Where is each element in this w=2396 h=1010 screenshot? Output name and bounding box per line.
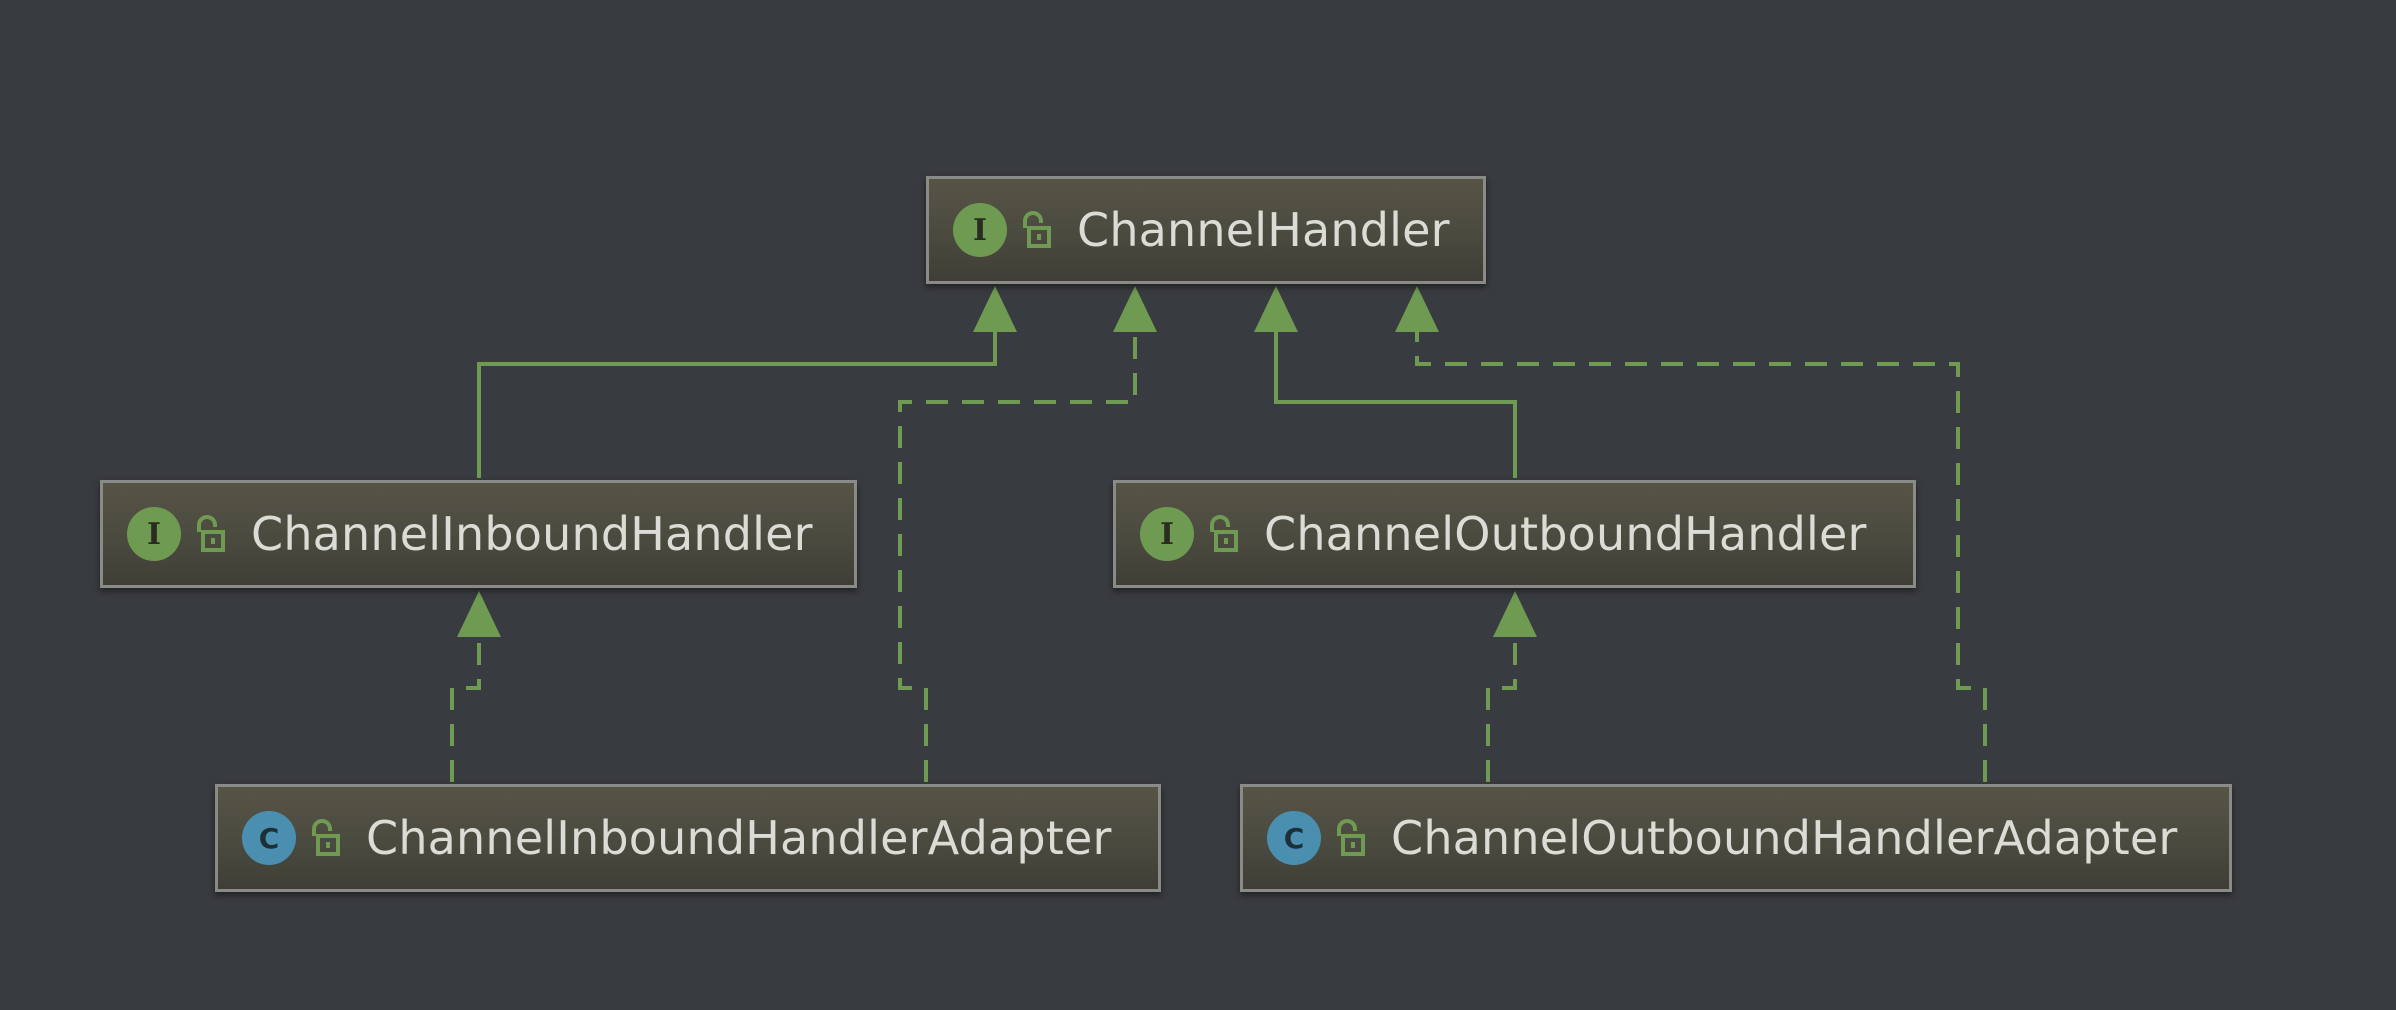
- interface-badge-icon: I: [1140, 507, 1194, 561]
- interface-badge-icon: I: [953, 203, 1007, 257]
- public-access-lock-icon: [308, 818, 342, 858]
- interface-badge-icon: I: [127, 507, 181, 561]
- edge-inbound-adapter-to-inbound: [450, 636, 481, 782]
- public-access-lock-icon: [1019, 210, 1053, 250]
- edge-outbound-to-handler: [1274, 330, 1517, 478]
- arrowhead-inbound: [457, 591, 501, 637]
- node-channel-outbound-handler-adapter[interactable]: C ChannelOutboundHandlerAdapter: [1240, 784, 2232, 892]
- edge-outbound-adapter-to-outbound: [1486, 636, 1517, 782]
- arrowhead-handler-2: [1113, 286, 1157, 332]
- node-channel-inbound-handler[interactable]: I ChannelInboundHandler: [100, 480, 857, 588]
- class-badge-icon: C: [1267, 811, 1321, 865]
- node-label: ChannelInboundHandler: [251, 507, 813, 561]
- node-channel-inbound-handler-adapter[interactable]: C ChannelInboundHandlerAdapter: [215, 784, 1161, 892]
- arrowhead-handler-1: [973, 286, 1017, 332]
- node-channel-outbound-handler[interactable]: I ChannelOutboundHandler: [1113, 480, 1916, 588]
- edge-inbound-to-handler: [477, 330, 997, 478]
- edge-inbound-adapter-to-handler: [898, 330, 1137, 782]
- node-label: ChannelInboundHandlerAdapter: [366, 811, 1112, 865]
- node-label: ChannelOutboundHandler: [1264, 507, 1867, 561]
- class-badge-icon: C: [242, 811, 296, 865]
- arrowhead-outbound: [1493, 591, 1537, 637]
- node-label: ChannelHandler: [1077, 203, 1450, 257]
- public-access-lock-icon: [1333, 818, 1367, 858]
- node-label: ChannelOutboundHandlerAdapter: [1391, 811, 2178, 865]
- edge-outbound-adapter-to-handler: [1415, 330, 1987, 782]
- arrowhead-handler-3: [1254, 286, 1298, 332]
- node-channel-handler[interactable]: I ChannelHandler: [926, 176, 1486, 284]
- arrowhead-handler-4: [1395, 286, 1439, 332]
- public-access-lock-icon: [193, 514, 227, 554]
- public-access-lock-icon: [1206, 514, 1240, 554]
